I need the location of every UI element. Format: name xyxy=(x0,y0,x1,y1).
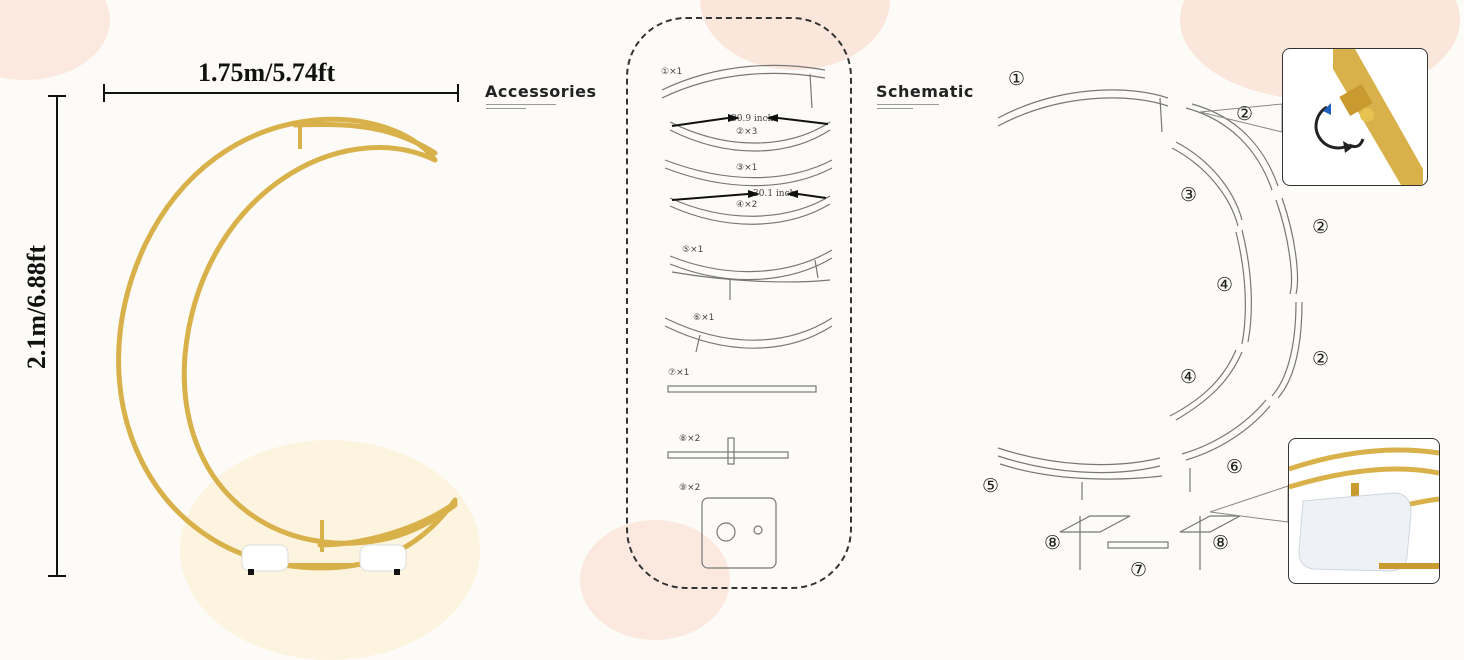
width-dimension-label: 1.75m/5.74ft xyxy=(198,58,336,87)
schematic-title-underline-2 xyxy=(877,108,913,109)
accessory-5-label: ⑤×1 xyxy=(682,245,704,255)
connector-detail-image xyxy=(1314,49,1423,185)
schematic-label-5: ⑤ xyxy=(982,475,1000,497)
connector-detail-callout xyxy=(1282,48,1428,186)
schematic-label-2c: ② xyxy=(1312,348,1330,370)
accessory-2-label: ②×3 xyxy=(736,127,758,137)
accessory-1-label: ①×1 xyxy=(661,67,683,77)
height-dimension-line xyxy=(48,95,66,577)
schematic-label-7: ⑦ xyxy=(1130,559,1148,581)
accessory-2-measure: 30.9 inch xyxy=(731,114,774,124)
schematic-label-8b: ⑧ xyxy=(1212,532,1230,554)
schematic-label-8a: ⑧ xyxy=(1044,532,1062,554)
accessory-6-label: ⑥×1 xyxy=(693,313,715,323)
accessories-panel xyxy=(626,17,852,589)
accessory-9-label: ⑨×2 xyxy=(679,483,701,493)
base-detail-image xyxy=(1289,447,1439,572)
accessory-4-measure: 30.1 inch xyxy=(753,189,796,199)
schematic-label-3: ③ xyxy=(1180,184,1198,206)
accessories-title-underline-2 xyxy=(486,108,526,109)
moon-arch-product-image xyxy=(116,116,458,575)
accessories-title: Accessories xyxy=(485,82,597,101)
height-dimension-label: 2.1m/6.88ft xyxy=(22,244,51,370)
accessories-title-underline xyxy=(486,104,556,105)
accessory-parts-drawing xyxy=(661,64,833,569)
schematic-label-4a: ④ xyxy=(1216,274,1234,296)
width-dimension-line xyxy=(103,84,459,102)
bg-blob-topleft xyxy=(0,0,110,80)
accessory-8-label: ⑧×2 xyxy=(679,434,701,444)
base-detail-callout xyxy=(1288,438,1440,584)
schematic-label-2b: ② xyxy=(1312,216,1330,238)
schematic-label-4b: ④ xyxy=(1180,366,1198,388)
accessory-3-label: ③×1 xyxy=(736,163,758,173)
accessory-4-label: ④×2 xyxy=(736,200,758,210)
schematic-title: Schematic xyxy=(876,82,974,101)
schematic-label-6: ⑥ xyxy=(1226,456,1244,478)
schematic-title-underline xyxy=(877,104,939,105)
schematic-label-1: ① xyxy=(1008,68,1026,90)
accessory-7-label: ⑦×1 xyxy=(668,368,690,378)
